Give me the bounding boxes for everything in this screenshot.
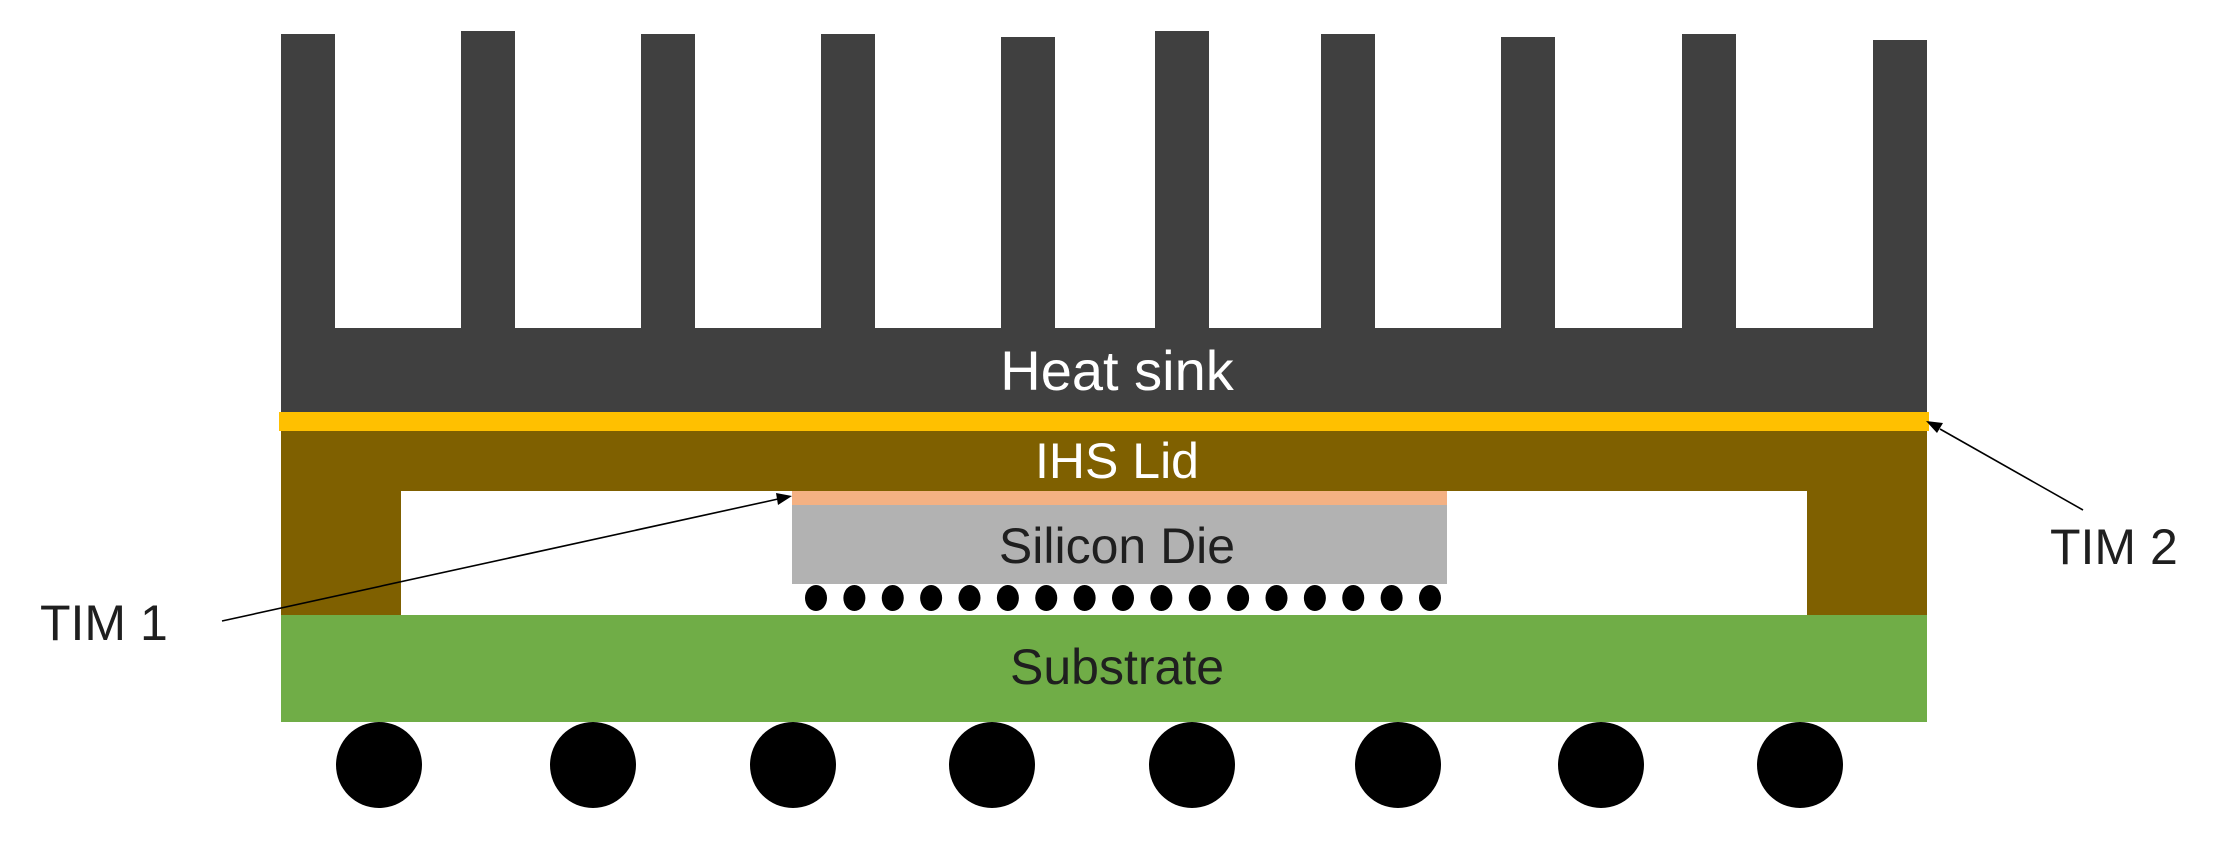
micro-bump xyxy=(1035,585,1058,611)
heat-sink-fin xyxy=(1321,34,1375,329)
heat-sink-fin xyxy=(821,34,875,329)
bga-ball xyxy=(1149,722,1235,808)
micro-bumps xyxy=(805,585,1441,611)
heat-sink-fin xyxy=(1501,37,1555,329)
heat-sink-fin xyxy=(1001,37,1055,329)
heat-sink-fin xyxy=(1682,34,1736,329)
micro-bump xyxy=(996,585,1019,611)
heat-sink-fin xyxy=(1873,40,1927,329)
tim1-layer xyxy=(792,491,1447,505)
micro-bump xyxy=(1303,585,1326,611)
heat-sink-fin xyxy=(641,34,695,329)
micro-bump xyxy=(881,585,904,611)
leader-lines xyxy=(221,421,2084,622)
tim1-label: TIM 1 xyxy=(40,595,168,651)
micro-bump xyxy=(1188,585,1211,611)
tim2-layer xyxy=(279,412,1929,431)
bga-ball xyxy=(336,722,422,808)
ihs-lid-top xyxy=(281,431,1927,491)
substrate-label: Substrate xyxy=(1010,639,1224,695)
bga-ball xyxy=(550,722,636,808)
bga-ball xyxy=(949,722,1035,808)
micro-bump xyxy=(1342,585,1365,611)
ihs-lid-right-leg xyxy=(1807,491,1927,615)
heat-sink-fins xyxy=(281,31,1927,329)
heat-sink-fin xyxy=(461,31,515,329)
tim2-leader-line xyxy=(1939,428,2084,511)
bga-ball xyxy=(1558,722,1644,808)
bga-ball xyxy=(1355,722,1441,808)
heat-sink-base xyxy=(281,328,1927,412)
micro-bump xyxy=(1380,585,1403,611)
micro-bump xyxy=(1265,585,1288,611)
heat-sink-fin xyxy=(1155,31,1209,329)
silicon-die-label: Silicon Die xyxy=(999,518,1235,574)
micro-bump xyxy=(1150,585,1173,611)
micro-bump xyxy=(920,585,943,611)
bga-ball xyxy=(750,722,836,808)
micro-bump xyxy=(1073,585,1096,611)
micro-bump xyxy=(1419,585,1441,611)
tim1-arrowhead xyxy=(776,493,792,505)
tim2-label: TIM 2 xyxy=(2050,519,2178,575)
tim2-arrowhead xyxy=(1926,421,1943,433)
heat-sink-fin xyxy=(281,34,335,329)
micro-bump xyxy=(958,585,981,611)
substrate xyxy=(281,615,1927,722)
micro-bump xyxy=(1227,585,1250,611)
ihs-lid-label: IHS Lid xyxy=(1035,433,1199,489)
bga-ball xyxy=(1757,722,1843,808)
heat-sink xyxy=(281,31,1927,412)
silicon-die xyxy=(792,505,1447,584)
micro-bump xyxy=(1112,585,1134,611)
tim1-leader-line xyxy=(221,498,779,622)
micro-bump xyxy=(843,585,866,611)
heat-sink-label: Heat sink xyxy=(1000,339,1234,402)
bga-solder-balls xyxy=(336,722,1843,808)
micro-bump xyxy=(805,585,827,611)
ihs-lid-left-leg xyxy=(281,491,401,615)
